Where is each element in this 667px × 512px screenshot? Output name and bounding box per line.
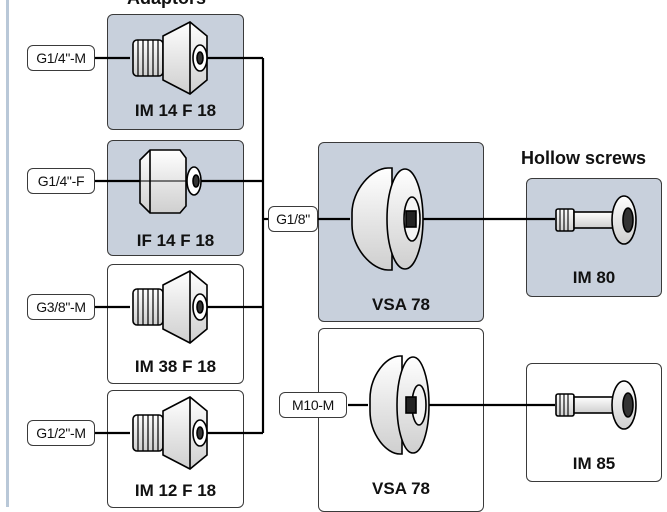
cup-name: VSA 78 — [372, 295, 430, 314]
male-threaded-adaptor-icon — [132, 270, 208, 344]
screw-name: IM 80 — [572, 268, 616, 287]
port-label: G1/8" — [268, 206, 318, 232]
adaptors-heading: Adaptors — [127, 0, 206, 9]
suction-cup-icon — [369, 355, 430, 455]
suction-cup-icon — [351, 167, 424, 271]
left-accent-bar — [6, 0, 9, 507]
port-label: G1/4"-M — [27, 45, 95, 71]
hollow-screw-icon — [555, 195, 637, 245]
port-label: G1/4"-F — [27, 168, 95, 194]
screw-card-im-80[interactable]: IM 80 — [526, 178, 662, 297]
port-label: G3/8"-M — [27, 294, 95, 320]
port-label: M10-M — [279, 392, 347, 418]
adaptor-name: IM 14 F 18 — [134, 101, 217, 120]
screw-card-im-85[interactable]: IM 85 — [526, 363, 662, 482]
screw-name: IM 85 — [572, 454, 616, 473]
hollow-screws-heading: Hollow screws — [521, 148, 647, 168]
male-threaded-adaptor-icon — [132, 21, 208, 95]
adaptor-name: IF 14 F 18 — [136, 231, 215, 250]
male-threaded-adaptor-icon — [132, 396, 208, 470]
port-label: G1/2"-M — [27, 420, 95, 446]
adaptor-name: IM 12 F 18 — [134, 481, 217, 500]
adaptor-name: IM 38 F 18 — [134, 357, 217, 376]
female-adaptor-icon — [139, 149, 202, 214]
hollow-screw-icon — [555, 380, 637, 430]
cup-name: VSA 78 — [372, 479, 430, 498]
